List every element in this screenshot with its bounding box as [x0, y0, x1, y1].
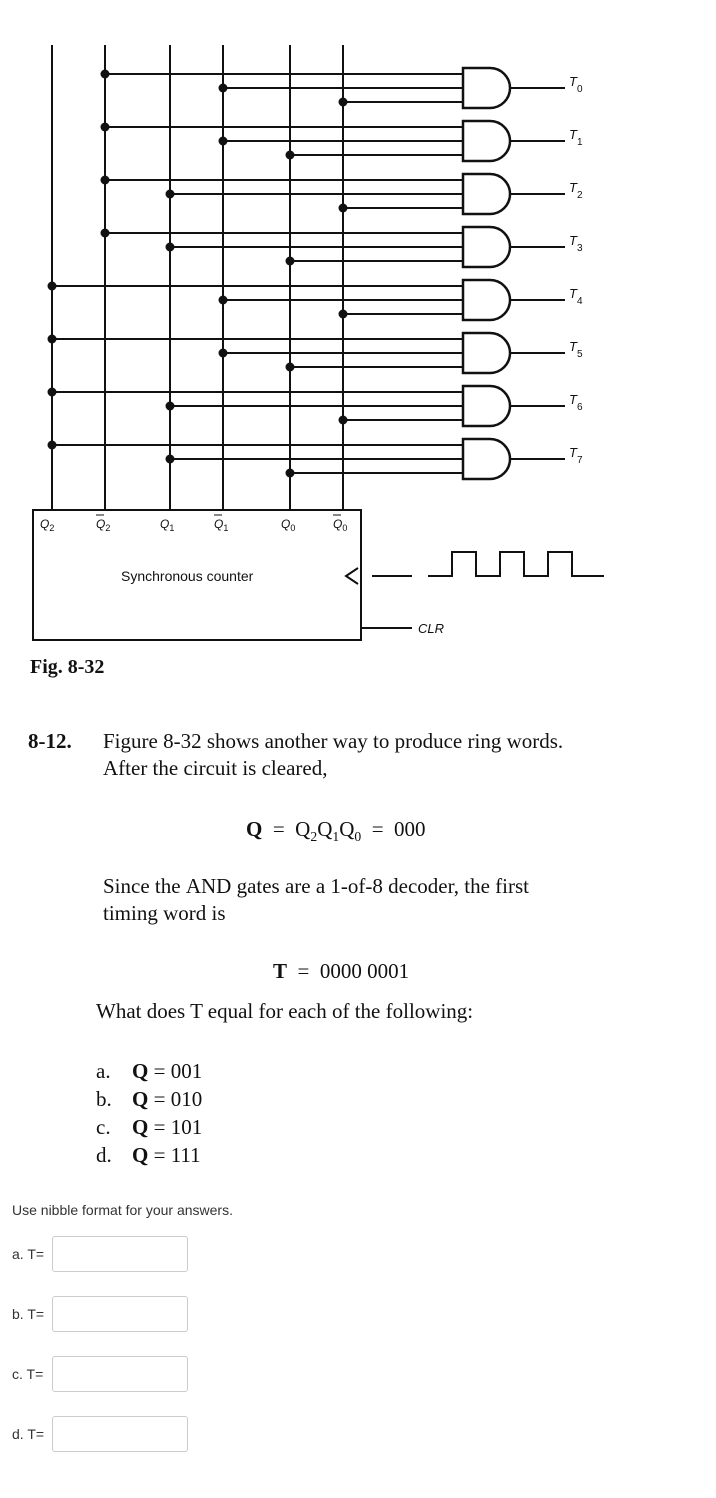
junction-dot [338, 97, 348, 107]
junction-dot [165, 454, 175, 464]
clock-input-triangle [344, 567, 359, 585]
answer-a-input[interactable] [52, 1236, 188, 1272]
output-label-t3: T3 [569, 233, 583, 254]
and-gate-4: T4 [47, 278, 583, 322]
counter-pin-labels: Q2 Q2 Q1 Q1 Q0 Q0 [40, 514, 347, 533]
answer-d-label: d. T= [12, 1426, 45, 1442]
answer-b-input[interactable] [52, 1296, 188, 1332]
clr-label: CLR [418, 621, 444, 636]
counter-label: Synchronous counter [121, 568, 254, 584]
junction-dot [285, 256, 295, 266]
q2-bar-label: Q2 [96, 517, 110, 533]
answer-c-label: c. T= [12, 1366, 44, 1382]
eq2-lhs: T [273, 959, 288, 983]
junction-dot [285, 362, 295, 372]
junction-dot [47, 281, 57, 291]
answer-b-label: b. T= [12, 1306, 45, 1322]
and-gate-2: T2 [100, 172, 583, 216]
junction-dot [47, 440, 57, 450]
output-label-t0: T0 [569, 74, 583, 95]
junction-dot [165, 189, 175, 199]
answer-c-input[interactable] [52, 1356, 188, 1392]
and-gate-7: T7 [47, 437, 583, 481]
counter-output-lines [51, 45, 344, 510]
decoder-text: Since the AND gates are a 1-of-8 decoder… [103, 874, 529, 925]
q0-label: Q0 [281, 517, 295, 533]
figure-caption: Fig. 8-32 [30, 656, 105, 678]
junction-dot [218, 295, 228, 305]
junction-dot [100, 122, 110, 132]
option-d: d.Q = 111 [96, 1143, 201, 1167]
output-label-t2: T2 [569, 180, 583, 201]
problem-number: 8-12. [28, 729, 72, 753]
and-gate-5: T5 [47, 331, 583, 375]
output-label-t4: T4 [569, 286, 583, 307]
junction-dot [100, 175, 110, 185]
junction-dot [165, 401, 175, 411]
answer-d-input[interactable] [52, 1416, 188, 1452]
output-label-t6: T6 [569, 392, 583, 413]
junction-dot [218, 83, 228, 93]
options-list: a.Q = 001 b.Q = 010 c.Q = 101 d.Q = 111 [96, 1058, 202, 1170]
junction-dot [338, 203, 348, 213]
eq1-rhs: 000 [394, 817, 426, 841]
junction-dot [218, 348, 228, 358]
output-label-t1: T1 [569, 127, 583, 148]
equation-q: Q = Q2Q1Q0 = 000 [246, 817, 426, 845]
output-label-t5: T5 [569, 339, 583, 360]
junction-dot [47, 387, 57, 397]
junction-dot [218, 136, 228, 146]
question-text: What does T equal for each of the follow… [96, 999, 474, 1023]
and-gate-0: T0 [100, 66, 583, 110]
and-gate-1: T1 [100, 119, 583, 163]
output-label-t7: T7 [569, 445, 583, 466]
junction-dot [285, 468, 295, 478]
junction-dot [285, 150, 295, 160]
eq2-rhs: 0000 0001 [319, 959, 410, 983]
junction-dot [100, 228, 110, 238]
synchronous-counter-box [32, 509, 362, 641]
option-c: c.Q = 101 [96, 1115, 203, 1139]
answer-instructions: Use nibble format for your answers. [12, 1202, 233, 1218]
clock-pulse-waveform [428, 551, 604, 577]
option-b: b.Q = 010 [96, 1087, 203, 1111]
answer-a-label: a. T= [12, 1246, 45, 1262]
q1-bar-label: Q1 [214, 517, 228, 533]
option-a: a.Q = 001 [96, 1059, 203, 1083]
junction-dot [100, 69, 110, 79]
q2-label: Q2 [40, 517, 54, 533]
junction-dot [338, 309, 348, 319]
and-gate-6: T6 [47, 384, 583, 428]
junction-dot [338, 415, 348, 425]
problem-text: Figure 8-32 shows another way to produce… [103, 729, 564, 780]
equation-t: T = 0000 0001 [273, 959, 410, 983]
junction-dot [47, 334, 57, 344]
and-gate-3: T3 [100, 225, 583, 269]
eq1-lhs: Q [246, 817, 263, 841]
junction-dot [165, 242, 175, 252]
q0-bar-label: Q0 [333, 517, 347, 533]
q1-label: Q1 [160, 517, 174, 533]
